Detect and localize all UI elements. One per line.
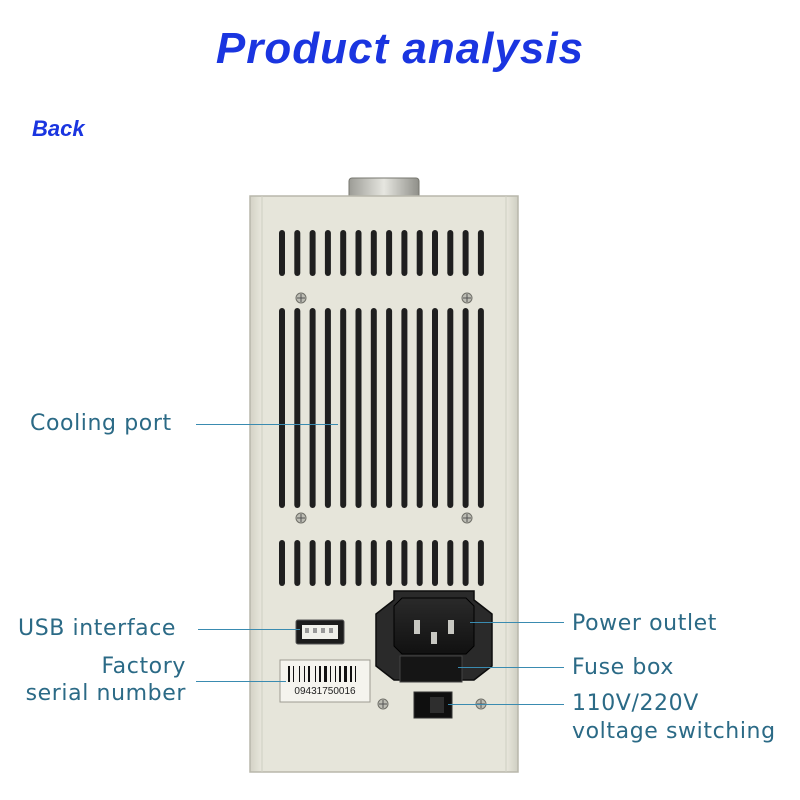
leader-voltage-switch	[448, 704, 564, 705]
barcode-bar	[288, 666, 290, 682]
vent-slot	[370, 308, 377, 508]
callout-factory-serial-line1: Factory	[101, 654, 186, 679]
vent-slot	[294, 230, 301, 276]
vent-slot	[416, 540, 423, 586]
vent-slot	[355, 308, 362, 508]
screw-icon	[295, 512, 307, 524]
serial-number-text: 09431750016	[294, 686, 356, 697]
screw-icon	[377, 698, 389, 710]
vent-slot	[309, 308, 316, 508]
vent-slot	[447, 540, 454, 586]
vent-slot	[462, 540, 469, 586]
callout-cooling-port: Cooling port	[30, 411, 172, 436]
vent-slot	[416, 308, 423, 508]
vent-slot	[386, 230, 393, 276]
fuse-box-icon	[399, 655, 463, 683]
leader-factory-serial	[196, 681, 286, 682]
barcode-bar	[335, 666, 336, 682]
screw-icon	[461, 512, 473, 524]
serial-number-label: 09431750016	[279, 659, 371, 703]
vent-slot	[432, 540, 438, 586]
vent-slot	[340, 540, 347, 586]
cooling-port-vents	[279, 308, 484, 508]
voltage-switch-icon	[413, 691, 453, 719]
vent-slot	[279, 540, 285, 586]
usb-port-icon	[295, 619, 345, 645]
barcode-bar	[308, 666, 310, 682]
vent-slot	[340, 230, 347, 276]
vent-slot	[401, 308, 408, 508]
barcode-bar	[315, 666, 316, 682]
barcode-bar	[319, 666, 321, 682]
vent-slot	[477, 308, 484, 508]
vent-slot	[462, 230, 469, 276]
vent-slot	[324, 308, 331, 508]
leader-power-outlet	[470, 622, 564, 623]
vent-slot	[294, 540, 301, 586]
callout-voltage-line2: voltage switching	[572, 719, 776, 744]
barcode-icon	[288, 666, 356, 682]
barcode-bar	[355, 666, 356, 682]
vent-slot	[324, 230, 331, 276]
callout-voltage-line1: 110V/220V	[572, 691, 699, 716]
vent-slot	[386, 540, 393, 586]
vent-slot	[432, 308, 438, 508]
vent-slot	[324, 540, 331, 586]
view-label: Back	[32, 116, 85, 141]
callout-factory-serial-line2: serial number	[25, 681, 186, 706]
vent-slot	[432, 230, 438, 276]
vent-slot	[279, 308, 285, 508]
barcode-bar	[304, 666, 305, 682]
vent-slots-top	[279, 230, 484, 276]
vent-slot	[340, 308, 347, 508]
page-title: Product analysis	[215, 24, 585, 73]
callout-power-outlet: Power outlet	[572, 611, 718, 636]
callout-fuse-box: Fuse box	[572, 655, 674, 680]
screw-icon	[295, 292, 307, 304]
screw-icon	[461, 292, 473, 304]
vent-slot	[477, 230, 484, 276]
vent-slot	[370, 540, 377, 586]
vent-slot	[447, 230, 454, 276]
leader-usb-interface	[198, 629, 300, 630]
barcode-bar	[293, 666, 294, 682]
vent-slot	[309, 230, 316, 276]
barcode-bar	[339, 666, 341, 682]
vent-slot	[294, 308, 301, 508]
vent-slot	[370, 230, 377, 276]
barcode-bar	[330, 666, 331, 682]
callout-usb-interface: USB interface	[18, 616, 177, 641]
barcode-bar	[350, 666, 352, 682]
vent-slot	[355, 230, 362, 276]
vent-slot	[462, 308, 469, 508]
vent-slot	[401, 540, 408, 586]
vent-slot	[447, 308, 454, 508]
vent-slot	[401, 230, 408, 276]
vent-slot	[279, 230, 285, 276]
vent-slot	[355, 540, 362, 586]
barcode-bar	[324, 666, 327, 682]
vent-slots-bottom	[279, 540, 484, 586]
vent-slot	[386, 308, 393, 508]
vent-slot	[416, 230, 423, 276]
barcode-bar	[299, 666, 300, 682]
leader-fuse-box	[458, 667, 564, 668]
vent-slot	[309, 540, 316, 586]
barcode-bar	[344, 666, 347, 682]
leader-cooling-port	[196, 424, 338, 425]
vent-slot	[477, 540, 484, 586]
